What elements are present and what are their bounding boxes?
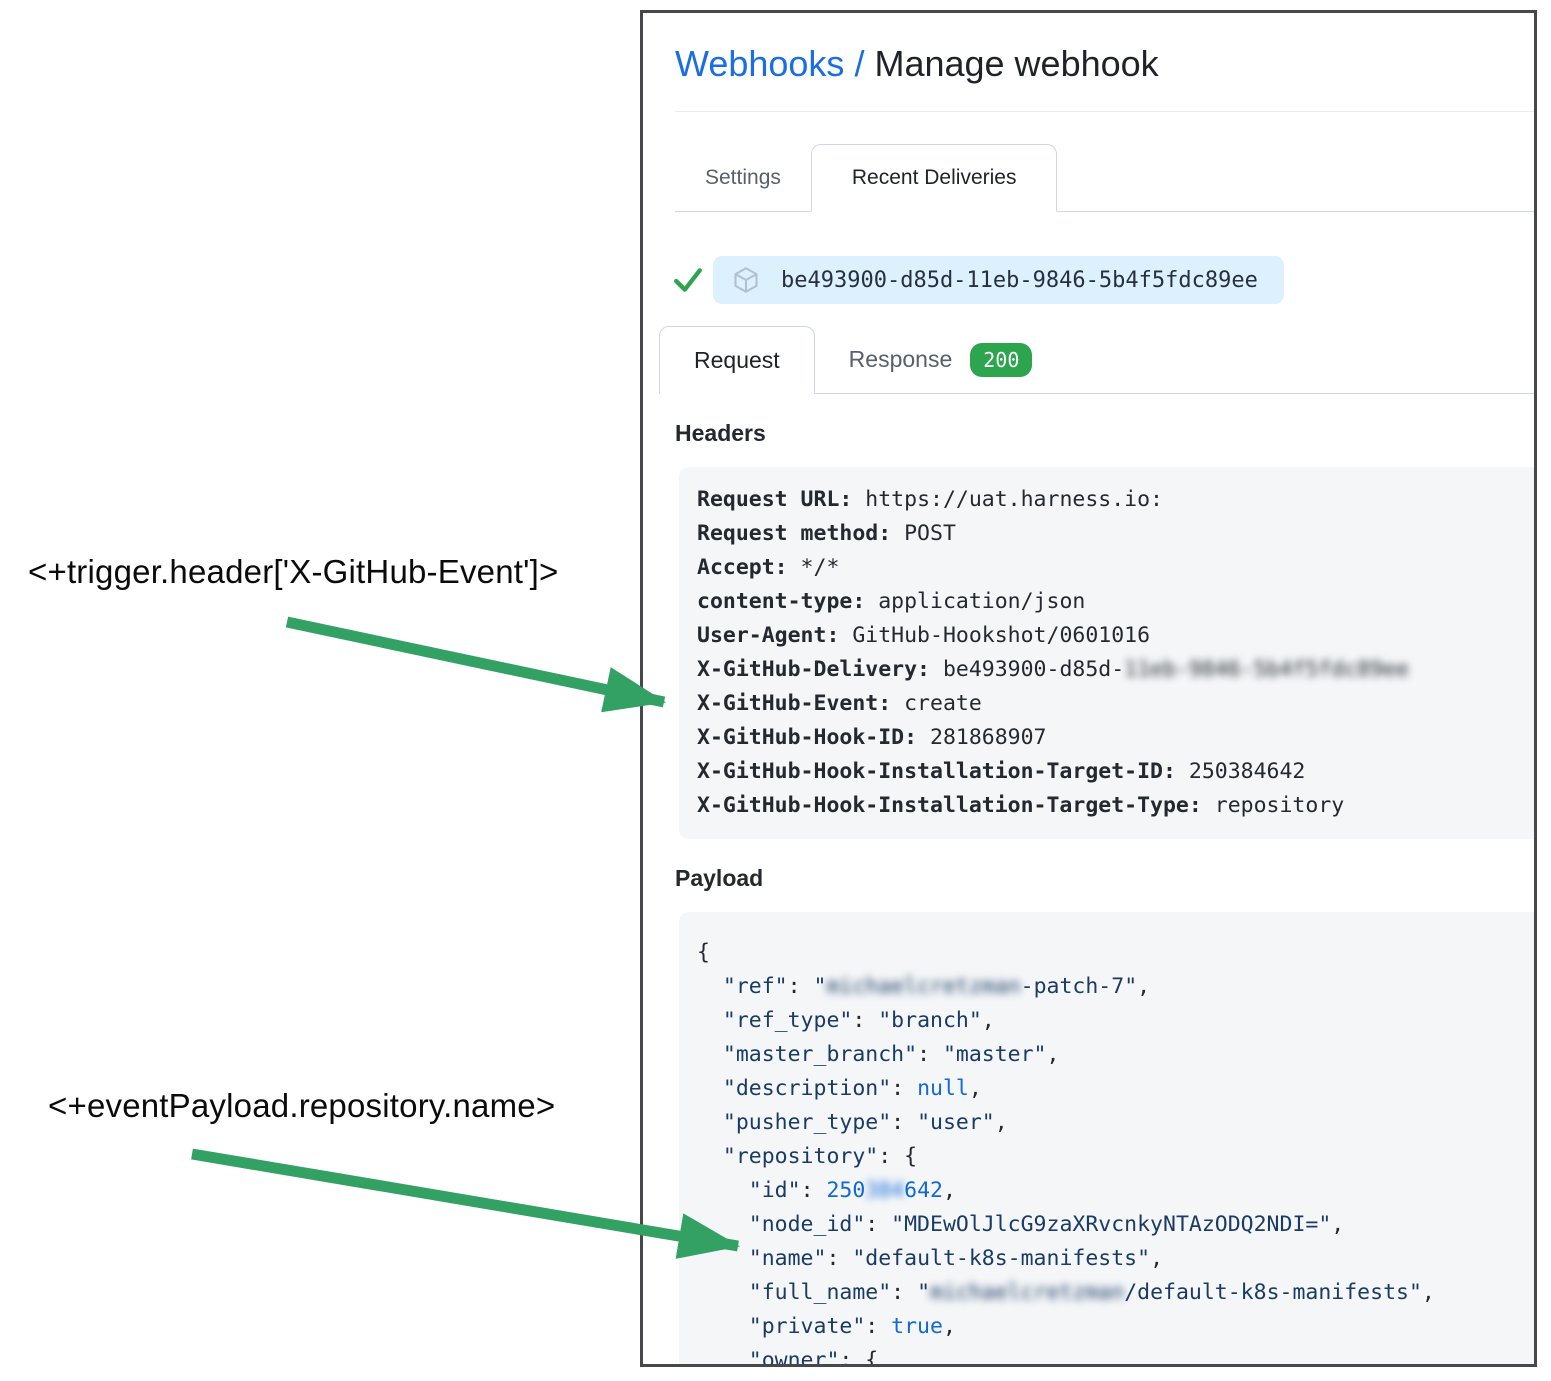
delivery-id-text: be493900-d85d-11eb-9846-5b4f5fdc89ee [781,267,1258,293]
header-row: X-GitHub-Delivery: be493900-d85d-11eb-98… [697,657,1409,682]
delivery-success-check-icon [674,268,702,292]
title-divider [675,111,1534,112]
header-row: Accept: */* [697,555,840,580]
annotation-payload-expression: <+eventPayload.repository.name> [48,1087,556,1124]
header-row: User-Agent: GitHub-Hookshot/0601016 [697,623,1151,648]
delivery-id-button[interactable]: be493900-d85d-11eb-9846-5b4f5fdc89ee [713,256,1284,304]
response-status-badge: 200 [970,342,1033,377]
header-row: X-GitHub-Event: create [697,691,982,716]
header-row: X-GitHub-Hook-Installation-Target-Type: … [697,793,1345,818]
tab-settings[interactable]: Settings [675,144,811,211]
header-row: Request method: POST [697,521,956,546]
header-row: Request URL: https://uat.harness.io: [697,487,1164,512]
breadcrumb-separator: / [844,43,875,84]
page-title: Webhooks / Manage webhook [643,13,1534,85]
payload-line: "description": null, [722,1076,982,1101]
breadcrumb-webhooks-link[interactable]: Webhooks [675,43,845,84]
breadcrumb-current-title: Manage webhook [874,43,1159,84]
payload-line: "owner": { [748,1348,879,1367]
payload-line: "repository": { [722,1144,918,1169]
payload-section-title: Payload [675,865,764,891]
payload-line: { [697,940,710,965]
tab-recent-deliveries[interactable]: Recent Deliveries [810,144,1058,212]
header-row: X-GitHub-Hook-Installation-Target-ID: 25… [697,759,1306,784]
webhook-panel: Webhooks / Manage webhook Settings Recen… [640,10,1537,1367]
payload-line: "master_branch": "master", [722,1042,1060,1067]
package-icon [734,267,758,293]
payload-line: "name": "default-k8s-manifests", [748,1246,1164,1271]
payload-line: "ref": "michaelcretzman-patch-7", [722,974,1151,999]
annotation-trigger-expression: <+trigger.header['X-GitHub-Event']> [28,553,559,590]
payload-line: "pusher_type": "user", [722,1110,1008,1135]
tab-response-label: Response [848,346,953,372]
payload-line: "id": 250384642, [748,1178,956,1203]
payload-line: "private": true, [748,1314,956,1339]
arrow-to-x-github-event [285,616,667,713]
tab-request[interactable]: Request [659,326,815,394]
delivery-row: be493900-d85d-11eb-9846-5b4f5fdc89ee [673,256,1534,304]
payload-line: "node_id": "MDEwOlJlcG9zaXRvcnkyNTAzODQ2… [748,1212,1345,1237]
request-response-tabs: Request Response 200 [659,326,1534,394]
payload-line: "full_name": "michaelcretzman/default-k8… [748,1280,1435,1305]
payload-box: { "ref": "michaelcretzman-patch-7", "ref… [679,912,1534,1367]
header-row: content-type: application/json [697,589,1086,614]
header-row: X-GitHub-Hook-ID: 281868907 [697,725,1047,750]
headers-box: Request URL: https://uat.harness.io: Requ… [679,467,1534,839]
headers-rows: Request URL: https://uat.harness.io: Requ… [697,483,1534,823]
tab-response[interactable]: Response 200 [815,326,1067,393]
payload-line: "ref_type": "branch", [722,1008,995,1033]
main-tabs: Settings Recent Deliveries [675,144,1534,212]
headers-section-title: Headers [675,420,766,446]
payload-lines: { "ref": "michaelcretzman-patch-7", "ref… [697,936,1534,1367]
